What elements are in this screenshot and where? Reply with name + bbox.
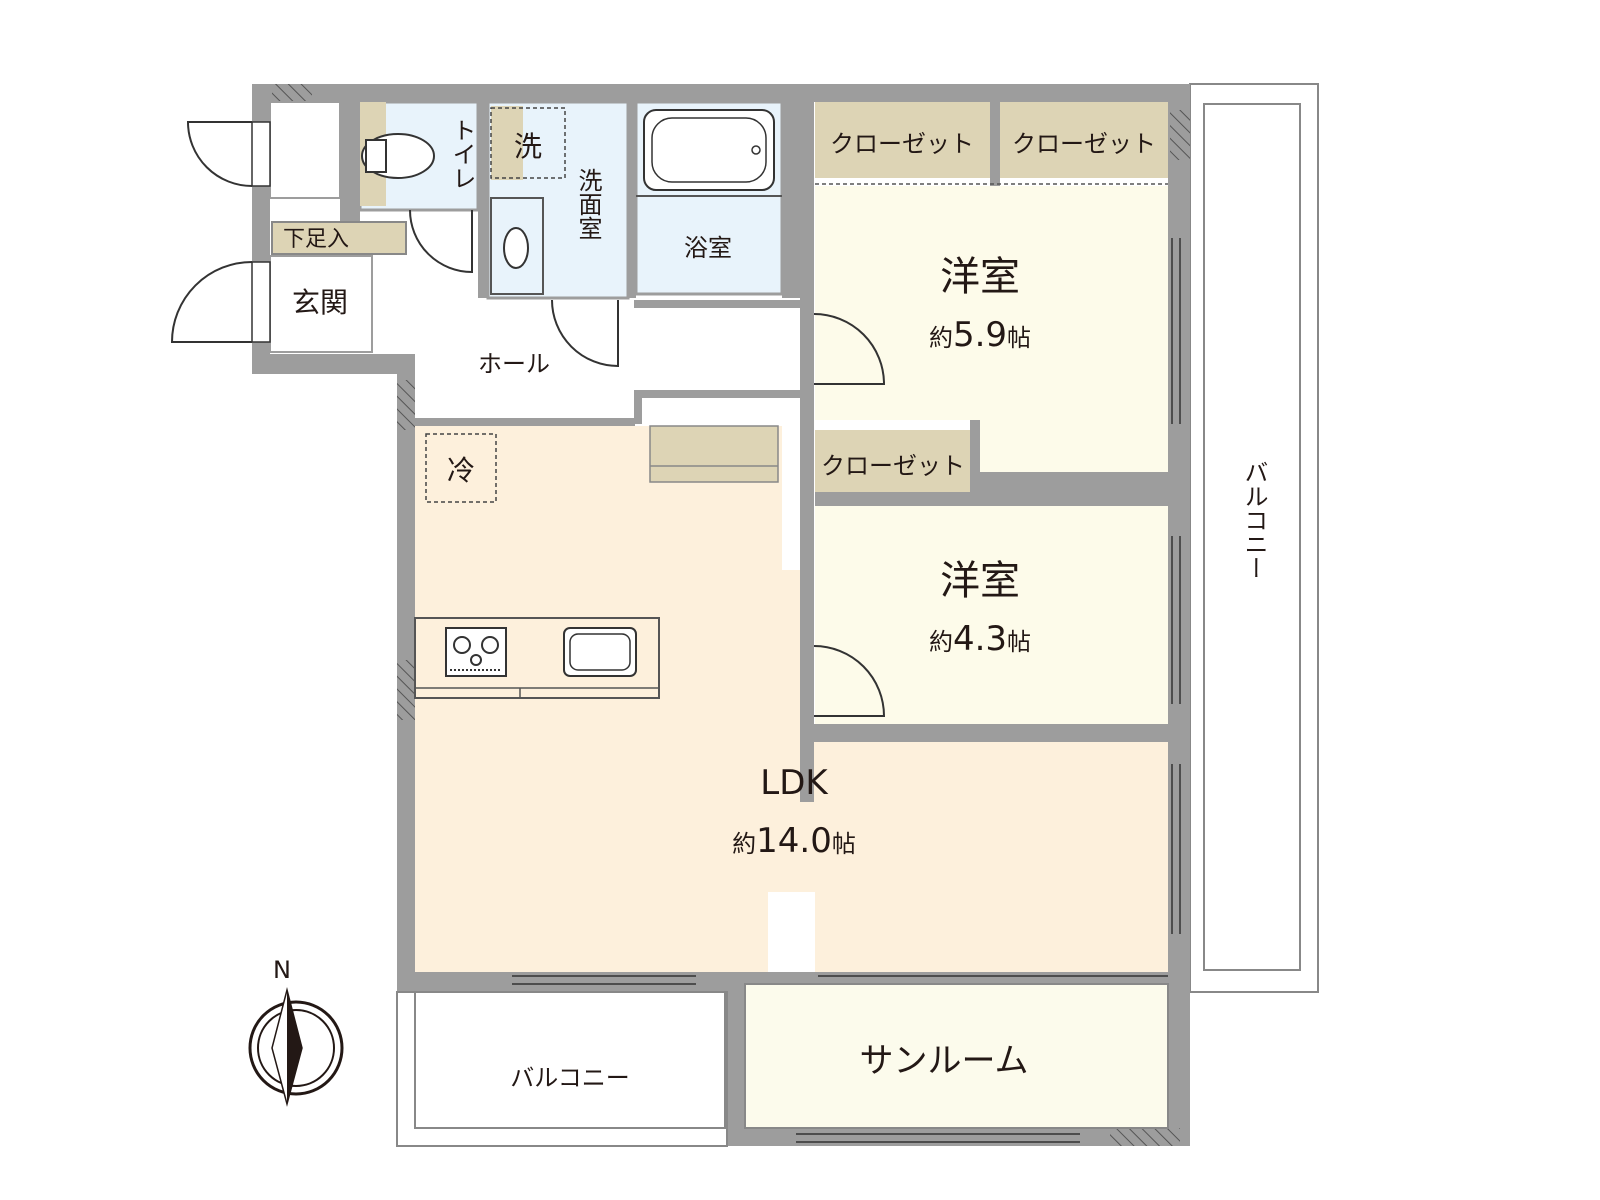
balcony-east-inner — [1203, 103, 1301, 971]
hall-label: ホール — [478, 350, 550, 378]
bathtub-inner — [651, 117, 767, 183]
wall-hatch — [1170, 110, 1190, 160]
entrance-door-frame — [251, 261, 271, 343]
closet-a — [815, 102, 990, 178]
hall-partition — [806, 724, 1168, 740]
balcony-east-label: バルコニー — [1240, 460, 1268, 580]
hall-partition — [634, 390, 642, 424]
east-windows — [1171, 238, 1181, 934]
kitchen-back-counter — [649, 425, 779, 483]
washer-label: 洗 — [514, 130, 542, 163]
washer-outline — [490, 107, 566, 179]
ldk-floor — [415, 426, 1168, 972]
sunroom-label: サンルーム — [860, 1041, 1029, 1081]
hall-partition — [478, 102, 488, 298]
area-unit: 帖 — [1007, 324, 1031, 352]
western-room-2 — [815, 506, 1168, 724]
wall-hatch — [1110, 1128, 1180, 1146]
ldk-area: 約14.0帖 — [732, 821, 856, 861]
drain-icon — [751, 145, 761, 155]
toilet-label: トイレ — [448, 118, 476, 190]
fridge-outline — [425, 433, 497, 503]
western-room-1 — [815, 186, 1168, 472]
wall-hatch — [397, 380, 415, 430]
hall-partition — [628, 102, 636, 298]
entrance-wall — [340, 102, 360, 222]
stove-icon — [445, 627, 507, 677]
closet-c — [815, 430, 970, 492]
area-prefix: 約 — [732, 830, 756, 858]
burner-icon — [470, 654, 482, 666]
washer-space — [491, 106, 523, 180]
closet-a-label: クローゼット — [830, 130, 974, 158]
area-unit: 帖 — [832, 830, 856, 858]
door-swings — [170, 121, 886, 717]
western-room-2-name: 洋室 — [940, 558, 1020, 604]
washroom-label: 洗面室 — [574, 168, 602, 240]
compass-icon — [248, 987, 344, 1107]
sink-icon — [503, 227, 529, 269]
area-prefix: 約 — [929, 324, 953, 352]
compass-north-label: N — [273, 956, 291, 984]
western-room-1-area: 約5.9帖 — [929, 315, 1031, 355]
hall-partition — [815, 492, 970, 506]
hall-partition — [970, 472, 1168, 506]
shoe-storage-label: 下足入 — [283, 227, 349, 252]
area-prefix: 約 — [929, 628, 953, 656]
western-room-1-name: 洋室 — [940, 254, 1020, 300]
bath-label: 浴室 — [684, 234, 732, 262]
entrance-upper-block — [269, 101, 341, 199]
balcony-south-label: バルコニー — [510, 1064, 630, 1092]
western-room-2-area: 約4.3帖 — [929, 619, 1031, 659]
shoe-storage — [271, 221, 407, 255]
closet-b-label: クローゼット — [1012, 130, 1156, 158]
balcony-south-inner — [414, 991, 726, 1129]
hall-partition — [768, 892, 815, 972]
area-unit: 帖 — [1007, 628, 1031, 656]
wall-hatch — [397, 660, 415, 720]
area-value: 4.3 — [953, 619, 1007, 659]
ldk-name: LDK — [760, 763, 829, 803]
closet-b — [1000, 102, 1168, 178]
burner-icon — [481, 636, 499, 654]
entrance-label: 玄関 — [292, 286, 348, 319]
area-value: 14.0 — [756, 821, 832, 861]
closet-divider — [990, 102, 1000, 186]
area-value: 5.9 — [953, 315, 1007, 355]
entrance-door-frame — [251, 121, 271, 187]
sunroom-floor — [744, 983, 1169, 1129]
fridge-label: 冷 — [447, 454, 475, 487]
toilet-seat — [365, 139, 387, 173]
entrance-floor — [269, 255, 373, 353]
hall-partition — [415, 418, 635, 426]
kitchen-sink-inner — [569, 633, 631, 671]
hall-partition — [970, 420, 980, 502]
hall-partition — [634, 390, 808, 398]
hall-partition — [634, 300, 808, 308]
wall-hatch — [272, 84, 312, 102]
hall-partition — [800, 102, 814, 802]
burner-icon — [453, 636, 471, 654]
hall-partition — [782, 102, 800, 298]
closet-c-label: クローゼット — [821, 452, 965, 480]
